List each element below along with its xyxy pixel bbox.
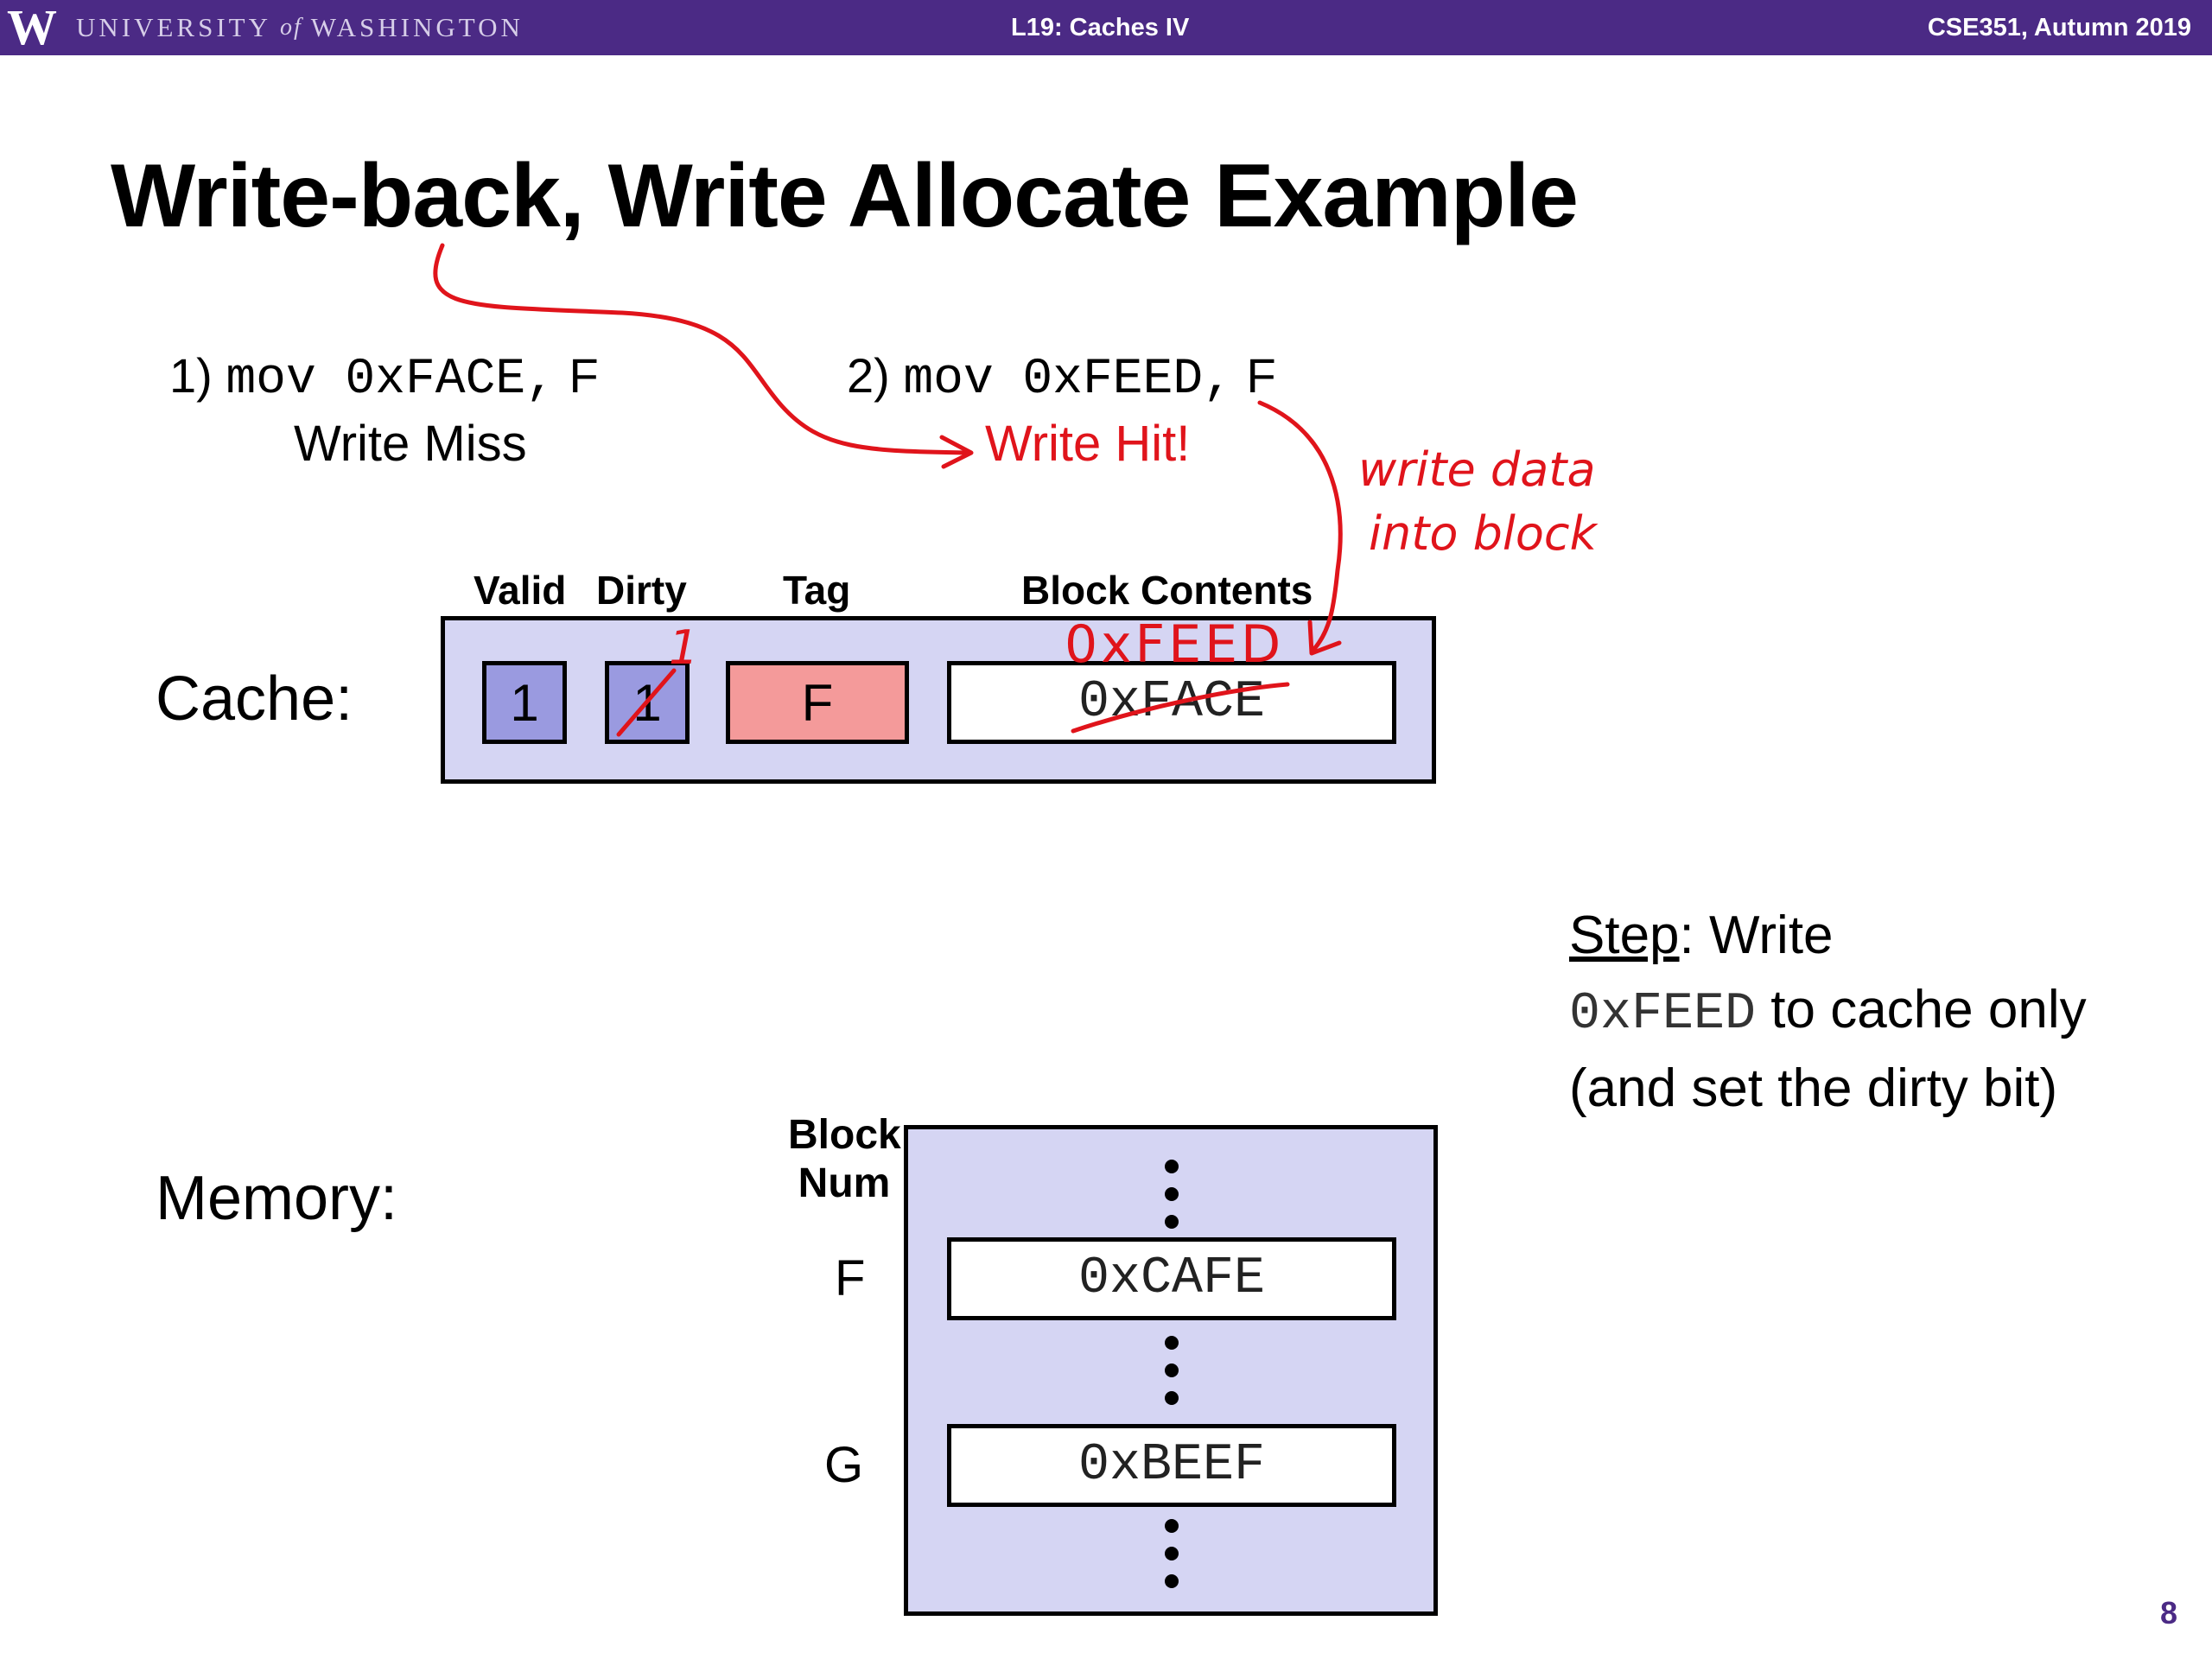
- instruction-1-target: F: [569, 348, 599, 403]
- block-new-value: 0xFEED: [1065, 614, 1284, 675]
- ellipsis-bottom-icon: [1165, 1519, 1179, 1602]
- note-line1: write data: [1358, 442, 1596, 497]
- ellipsis-top-icon: [1165, 1160, 1179, 1243]
- step-label: Step: [1569, 906, 1680, 965]
- memory-row-g: 0xBEEF: [947, 1424, 1396, 1507]
- page-number: 8: [2159, 1595, 2177, 1630]
- instruction-1-operand: 0xFACE,: [345, 352, 556, 408]
- dirty-new-value: 1: [669, 620, 698, 675]
- block-num-line2: Num: [798, 1160, 891, 1206]
- block-num-header: Block Num: [788, 1111, 901, 1208]
- university-name-part2: WASHINGTON: [310, 12, 524, 42]
- cache-label: Cache:: [156, 664, 353, 734]
- instruction-2-target: F: [1246, 348, 1276, 403]
- tag-value: F: [801, 673, 834, 732]
- block-contents-header: Block Contents: [1021, 568, 1313, 613]
- lecture-title: L19: Caches IV: [1011, 14, 1190, 41]
- memory-row-g-value: 0xBEEF: [1077, 1436, 1266, 1495]
- slide-title: Write-back, Write Allocate Example: [111, 146, 1579, 246]
- arrow-head-block-icon: [1307, 620, 1342, 656]
- step-description: Step: Write 0xFEED to cache only (and se…: [1569, 899, 2122, 1126]
- note-line2: into block: [1369, 506, 1599, 561]
- arrow-curve-to-block: [1257, 400, 1343, 652]
- step-code: 0xFEED: [1569, 985, 1757, 1044]
- ellipsis-middle-icon: [1165, 1336, 1179, 1419]
- tag-header: Tag: [783, 568, 851, 613]
- instruction-1: 1) mov 0xFACE, F: [169, 347, 599, 408]
- memory-label: Memory:: [156, 1164, 398, 1233]
- valid-bit-value: 1: [510, 673, 539, 732]
- valid-header: Valid: [474, 568, 567, 613]
- instruction-2-op: mov: [903, 352, 994, 408]
- dirty-header: Dirty: [596, 568, 687, 613]
- instruction-2-operand: 0xFEED,: [1022, 352, 1233, 408]
- arrow-head-write-hit-icon: [939, 435, 974, 469]
- instruction-1-number: 1): [169, 348, 213, 403]
- block-num-line1: Block: [788, 1112, 901, 1158]
- instruction-2-number: 2): [847, 348, 890, 403]
- memory-row-f: 0xCAFE: [947, 1237, 1396, 1320]
- tag-cell: F: [726, 661, 909, 744]
- valid-bit-cell: 1: [482, 661, 567, 744]
- memory-row-f-label: F: [835, 1250, 866, 1306]
- dirty-strike: [616, 668, 677, 737]
- memory-row-f-value: 0xCAFE: [1077, 1249, 1266, 1308]
- instruction-2: 2) mov 0xFEED, F: [847, 347, 1276, 408]
- step-text-before: : Write: [1679, 906, 1834, 965]
- course-name: CSE351, Autumn 2019: [1927, 14, 2191, 41]
- instruction-1-result: Write Miss: [294, 416, 527, 472]
- memory-row-g-label: G: [824, 1437, 864, 1493]
- university-name-of: of: [280, 14, 302, 41]
- instruction-1-op: mov: [226, 352, 316, 408]
- university-name-part1: UNIVERSITY: [76, 12, 271, 42]
- step-text-after: to cache only (and set the dirty bit): [1569, 980, 2087, 1118]
- instruction-2-result: Write Hit!: [985, 416, 1191, 472]
- header-bar: W UNIVERSITY of WASHINGTON L19: Caches I…: [0, 0, 2212, 55]
- university-logo: W UNIVERSITY of WASHINGTON: [7, 0, 524, 55]
- uw-w-logo-icon: W: [7, 0, 57, 55]
- arrow-curve-to-write-hit: [433, 243, 970, 455]
- block-strike: [1071, 682, 1290, 734]
